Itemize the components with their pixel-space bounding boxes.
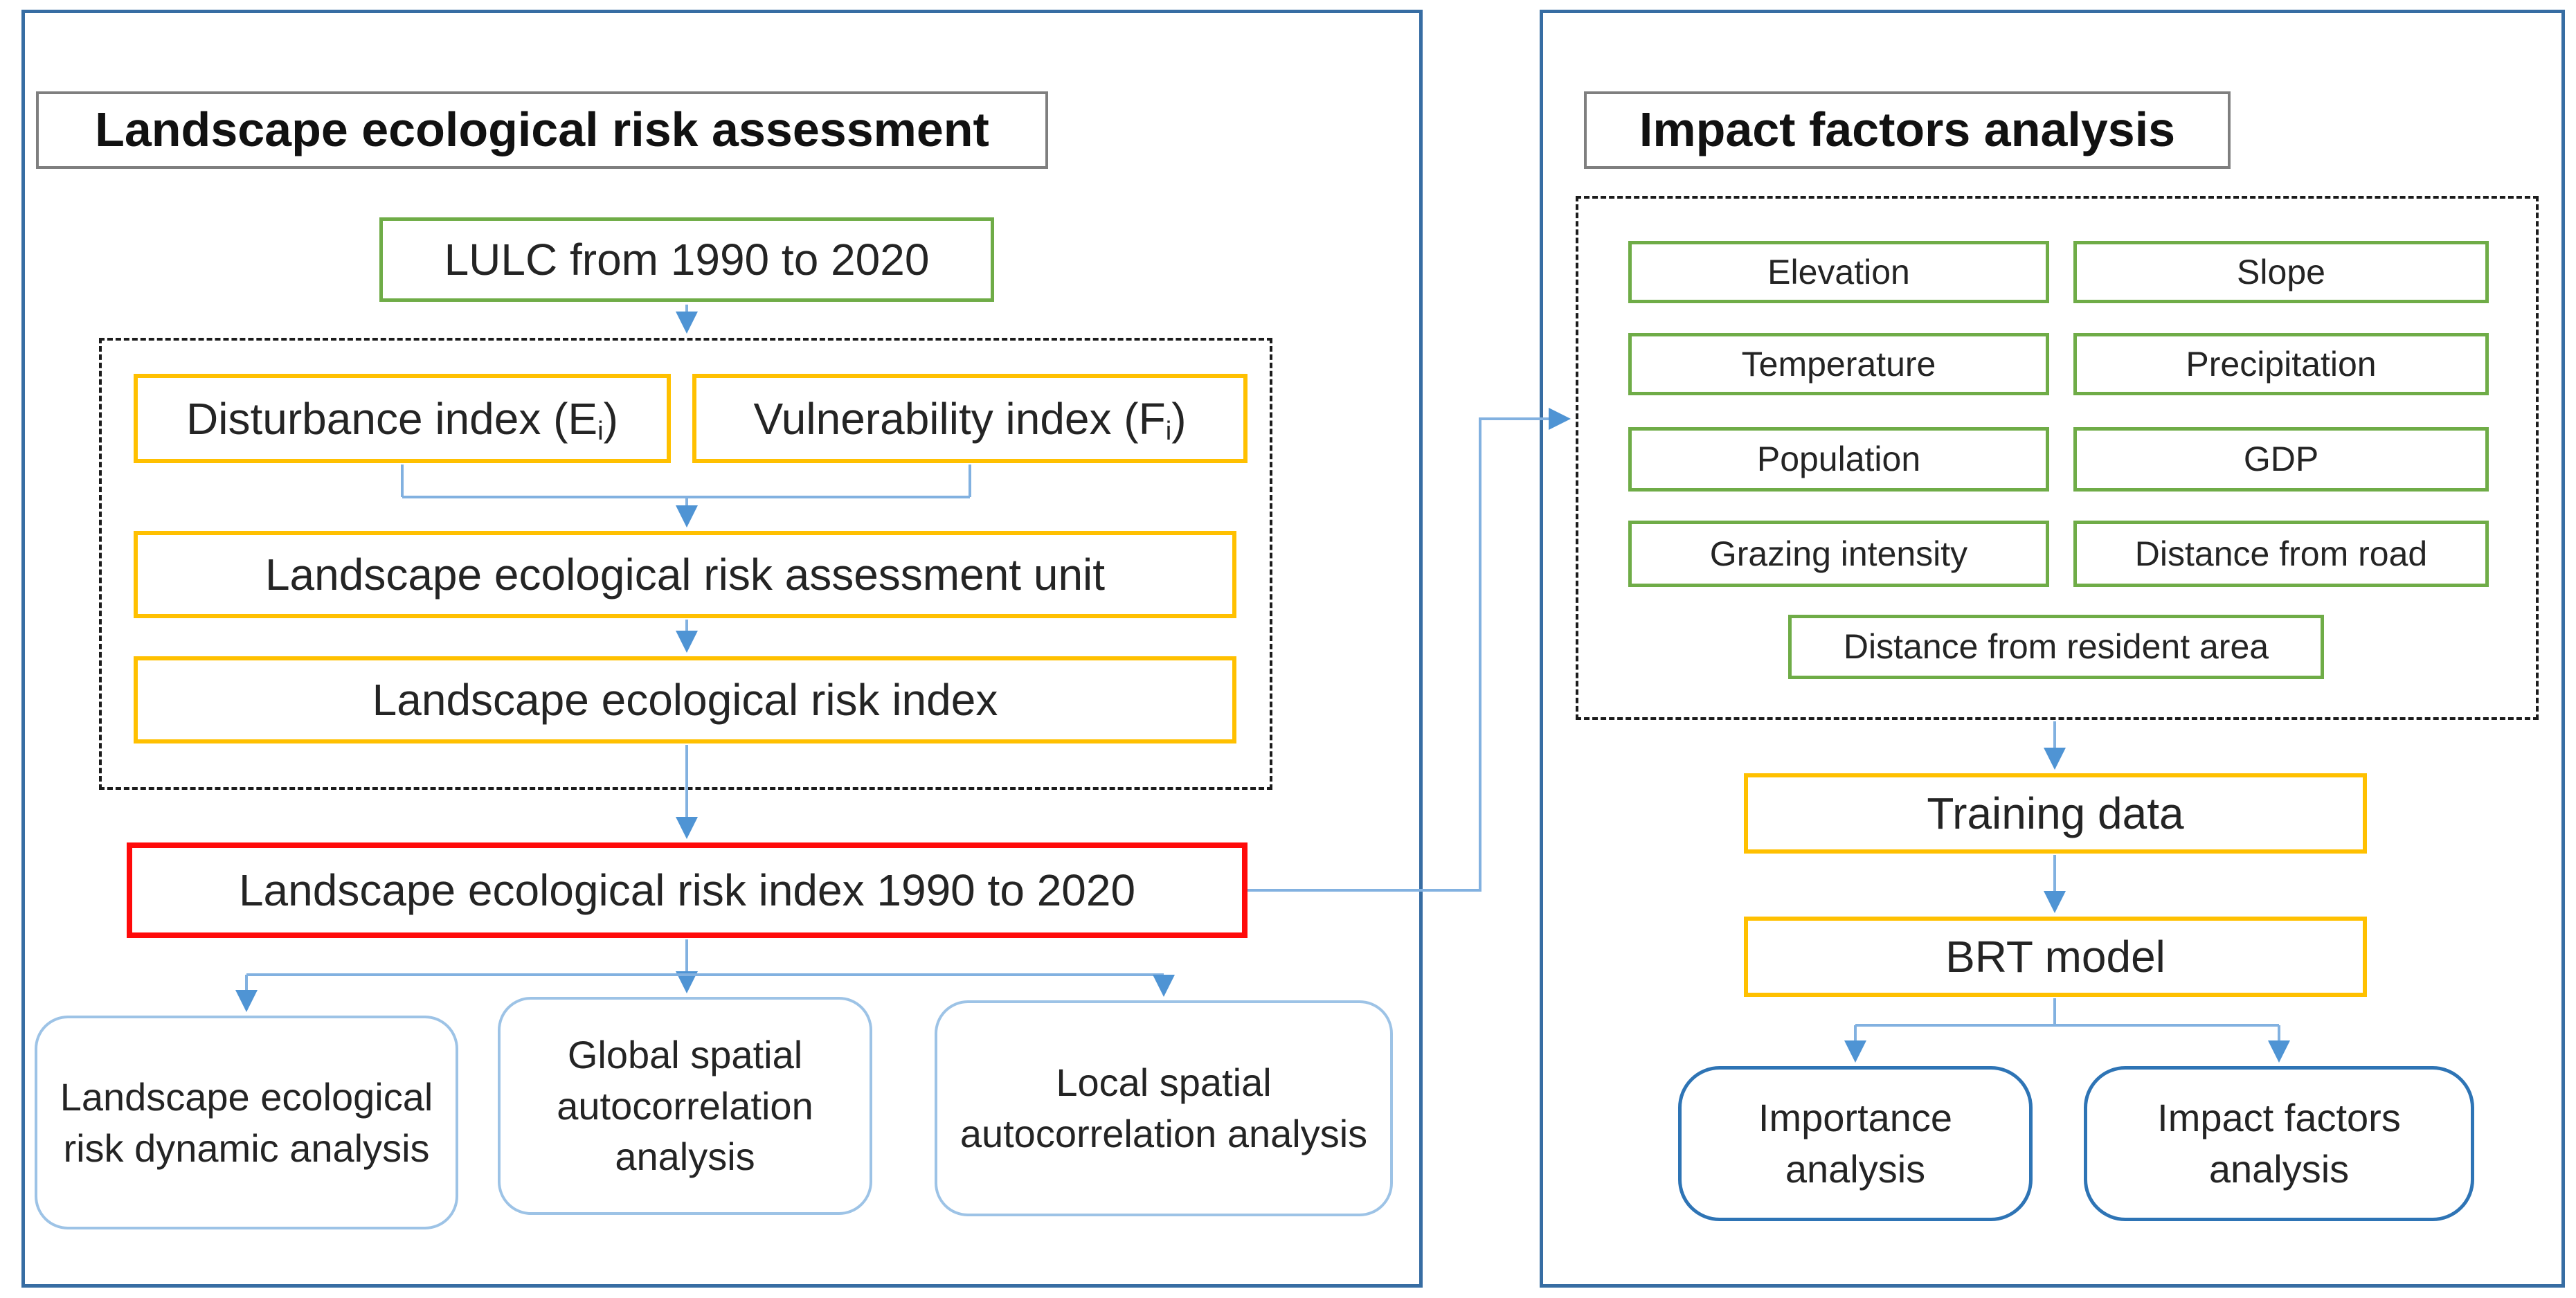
node-training-data: Training data bbox=[1744, 773, 2367, 854]
node-vulnerability-index-label: Vulnerability index (Fi) bbox=[753, 393, 1187, 446]
node-dynamic-analysis-label: Landscape ecological risk dynamic analys… bbox=[60, 1074, 433, 1170]
node-impact-factors-analysis: Impact factors analysis bbox=[2084, 1066, 2474, 1221]
factor-distance-road: Distance from road bbox=[2073, 521, 2489, 587]
factor-grazing-intensity-label: Grazing intensity bbox=[1709, 534, 1968, 573]
node-global-autocorrelation-label: Global spatial autocorrelation analysis bbox=[557, 1032, 813, 1179]
node-lulc-label: LULC from 1990 to 2020 bbox=[444, 235, 930, 285]
factor-population: Population bbox=[1628, 427, 2049, 492]
node-importance-analysis: Importance analysis bbox=[1678, 1066, 2033, 1221]
node-vulnerability-index: Vulnerability index (Fi) bbox=[692, 374, 1248, 463]
factor-temperature: Temperature bbox=[1628, 333, 2049, 395]
factor-distance-resident-area: Distance from resident area bbox=[1788, 615, 2324, 679]
connector-series-to-factors bbox=[1248, 408, 1571, 892]
factor-population-label: Population bbox=[1756, 440, 1921, 479]
node-dynamic-analysis: Landscape ecological risk dynamic analys… bbox=[35, 1016, 458, 1229]
factor-precipitation-label: Precipitation bbox=[2186, 344, 2377, 384]
node-assessment-unit-label: Landscape ecological risk assessment uni… bbox=[264, 550, 1106, 600]
factor-temperature-label: Temperature bbox=[1741, 344, 1936, 384]
node-risk-index-1990-2020: Landscape ecological risk index 1990 to … bbox=[127, 842, 1248, 938]
factor-slope-label: Slope bbox=[2237, 252, 2325, 291]
factor-slope: Slope bbox=[2073, 241, 2489, 303]
right-panel-title-label: Impact factors analysis bbox=[1639, 102, 2176, 157]
node-training-data-label: Training data bbox=[1927, 788, 2184, 838]
factor-distance-road-label: Distance from road bbox=[2134, 534, 2428, 573]
factor-gdp: GDP bbox=[2073, 427, 2489, 492]
node-importance-analysis-label: Importance analysis bbox=[1758, 1096, 1953, 1191]
node-lulc: LULC from 1990 to 2020 bbox=[379, 217, 994, 302]
node-disturbance-index: Disturbance index (Ei) bbox=[134, 374, 671, 463]
node-local-autocorrelation-label: Local spatial autocorrelation analysis bbox=[960, 1061, 1368, 1155]
node-impact-factors-analysis-label: Impact factors analysis bbox=[2157, 1096, 2401, 1191]
right-panel-title: Impact factors analysis bbox=[1584, 91, 2231, 169]
factor-gdp-label: GDP bbox=[2243, 440, 2319, 479]
node-brt-model: BRT model bbox=[1744, 917, 2367, 997]
node-disturbance-index-label: Disturbance index (Ei) bbox=[186, 393, 618, 446]
node-risk-index-1990-2020-label: Landscape ecological risk index 1990 to … bbox=[238, 865, 1136, 915]
left-panel-title-label: Landscape ecological risk assessment bbox=[95, 102, 989, 157]
node-assessment-unit: Landscape ecological risk assessment uni… bbox=[134, 531, 1236, 618]
dashed-group-impact-factors bbox=[1576, 196, 2539, 720]
factor-elevation: Elevation bbox=[1628, 241, 2049, 303]
left-panel-title: Landscape ecological risk assessment bbox=[36, 91, 1048, 169]
node-risk-index-label: Landscape ecological risk index bbox=[372, 675, 998, 725]
factor-distance-resident-area-label: Distance from resident area bbox=[1843, 627, 2269, 667]
node-brt-model-label: BRT model bbox=[1945, 932, 2165, 982]
node-local-autocorrelation: Local spatial autocorrelation analysis bbox=[935, 1000, 1393, 1216]
factor-elevation-label: Elevation bbox=[1767, 252, 1910, 291]
node-risk-index: Landscape ecological risk index bbox=[134, 656, 1236, 743]
factor-grazing-intensity: Grazing intensity bbox=[1628, 521, 2049, 587]
node-global-autocorrelation: Global spatial autocorrelation analysis bbox=[498, 997, 872, 1215]
factor-precipitation: Precipitation bbox=[2073, 333, 2489, 395]
